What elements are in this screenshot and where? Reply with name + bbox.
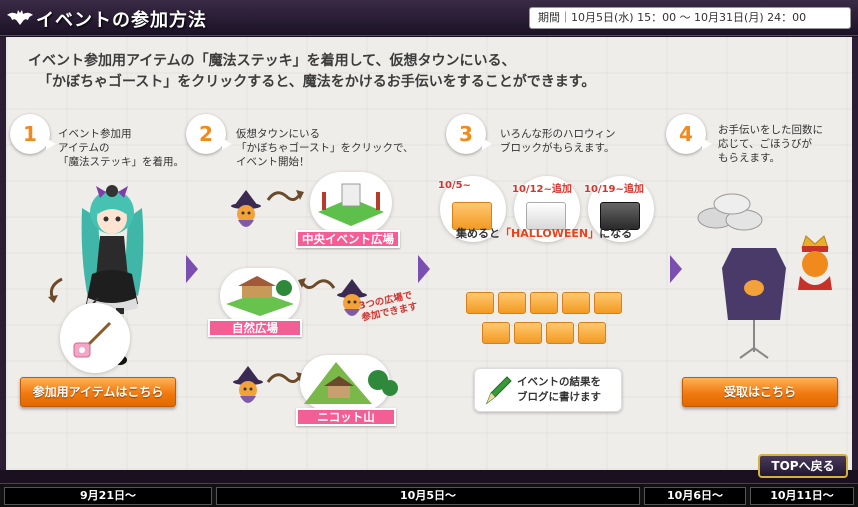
halloween-block-white: [526, 202, 566, 230]
page-title: イベントの参加方法: [36, 10, 207, 31]
item-button[interactable]: 参加用アイテムはこちら: [20, 377, 176, 407]
intro-text: イベント参加用アイテムの「魔法ステッキ」を着用して、仮想タウンにいる、 「かぼち…: [28, 51, 595, 93]
arrow-icon: [418, 255, 430, 283]
step-4-line: 応じて、ごほうびが: [718, 138, 812, 150]
collect-highlight: 「HALLOWEEN」: [500, 227, 600, 240]
central-plaza-image: [318, 183, 384, 226]
letter-block: [578, 322, 606, 344]
intro-line-1: イベント参加用アイテムの「魔法ステッキ」を着用して、仮想タウンにいる、: [28, 53, 516, 69]
intro-line-2: 「かぼちゃゴースト」をクリックすると、魔法をかけるお手伝いをすることができます。: [38, 74, 596, 90]
timeline-segment-2[interactable]: 10月5日〜: [216, 487, 640, 505]
letter-block: [562, 292, 590, 314]
date-tag-1: 10/5~: [438, 180, 471, 191]
pumpkin-ghost-icon: [233, 366, 263, 403]
letter-block: [594, 292, 622, 314]
pumpkin-ghost-icon: [231, 190, 261, 227]
avatar-girl-image: [71, 185, 144, 365]
step-1-text: イベント参加用 アイテムの 「魔法ステッキ」を着用。: [58, 127, 184, 169]
letter-block: [530, 292, 558, 314]
event-period: 期間｜10月5日(水) 15：00 〜 10月31日(月) 24：00: [529, 7, 851, 29]
letter-block: [546, 322, 574, 344]
location-central-label: 中央イベント広場: [296, 230, 400, 248]
curved-arrow-icon: [48, 277, 63, 303]
collect-text: 集めると「HALLOWEEN」になる: [456, 225, 632, 241]
blog-text: イベントの結果を ブログに書けます: [517, 375, 601, 405]
step-3-number: 3: [446, 114, 492, 154]
step-3-line: いろんな形のハロウィン: [500, 128, 616, 140]
letter-block: [498, 292, 526, 314]
halloween-block-black: [600, 202, 640, 230]
date-tag-2: 10/12~追加: [512, 184, 572, 195]
pencil-icon: [485, 376, 512, 405]
step-3-text: いろんな形のハロウィン ブロックがもらえます。: [500, 127, 616, 155]
timeline-segment-3[interactable]: 10月6日〜: [644, 487, 746, 505]
halloween-block-orange: [452, 202, 492, 230]
step-1-number: 1: [10, 114, 56, 154]
step-4-line: もらえます。: [718, 152, 780, 164]
timeline-bar: 9月21日〜 10月5日〜 10月6日〜 10月11日〜: [0, 483, 858, 507]
date-tag-3: 10/19~追加: [584, 184, 644, 195]
top-back-button[interactable]: TOPへ戻る: [758, 454, 848, 478]
blog-line: イベントの結果を: [517, 376, 601, 388]
mountain-image: [304, 362, 398, 404]
arrow-icon: [670, 255, 682, 283]
blog-line: ブログに書けます: [517, 391, 601, 403]
collect-prefix: 集めると: [456, 227, 500, 240]
step-4-line: お手伝いをした回数に: [718, 124, 823, 136]
letter-block: [466, 292, 494, 314]
bat-icon: [7, 10, 33, 25]
nature-plaza-image: [226, 276, 294, 316]
step-1-line: イベント参加用: [58, 128, 132, 140]
timeline-segment-1[interactable]: 9月21日〜: [4, 487, 212, 505]
step-3-line: ブロックがもらえます。: [500, 142, 615, 154]
letter-block: [482, 322, 510, 344]
receive-button[interactable]: 受取はこちら: [682, 377, 838, 407]
pumpkin-king-icon: [798, 235, 832, 290]
step-2-line: 「かぼちゃゴースト」をクリックで、: [236, 142, 414, 154]
step-1-line: 「魔法ステッキ」を着用。: [58, 156, 184, 168]
letter-block: [514, 322, 542, 344]
curved-arrow-icon: [266, 190, 304, 201]
header-bar: イベントの参加方法 期間｜10月5日(水) 15：00 〜 10月31日(月) …: [0, 0, 858, 36]
arrow-icon: [186, 255, 198, 283]
coins-icon: [697, 193, 763, 231]
location-nature-label: 自然広場: [208, 319, 302, 337]
step-2-line: イベント開始！: [236, 156, 310, 168]
magic-wand-icon: [73, 321, 112, 358]
costume-reward-image: [722, 248, 786, 359]
step-4-text: お手伝いをした回数に 応じて、ごほうびが もらえます。: [718, 123, 823, 165]
timeline-segment-4[interactable]: 10月11日〜: [750, 487, 854, 505]
curved-arrow-icon: [298, 278, 336, 289]
collect-suffix: になる: [599, 227, 633, 240]
step-2-number: 2: [186, 114, 232, 154]
step-4-number: 4: [666, 114, 712, 154]
blog-box[interactable]: イベントの結果を ブログに書けます: [474, 368, 622, 412]
location-mountain-label: ニコット山: [296, 408, 396, 426]
step-1-line: アイテムの: [58, 142, 110, 154]
pumpkin-ghost-icon: [337, 279, 367, 316]
step-2-text: 仮想タウンにいる 「かぼちゃゴースト」をクリックで、 イベント開始！: [236, 127, 414, 169]
step-2-line: 仮想タウンにいる: [236, 128, 320, 140]
